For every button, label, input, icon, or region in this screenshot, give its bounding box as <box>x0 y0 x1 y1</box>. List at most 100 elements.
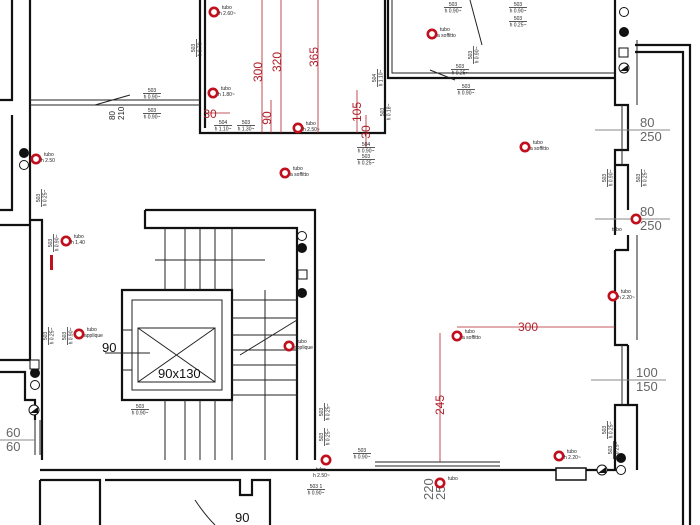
outlet-code: 504 <box>372 74 378 83</box>
marker-label: tubo <box>465 329 475 335</box>
red-marker-bar <box>50 255 53 270</box>
marker-label: a soffitto <box>290 172 309 178</box>
marker-label: tubo <box>221 86 231 92</box>
outlet-height: h 0.90~ <box>358 149 375 155</box>
conduit-marker-icon <box>283 340 295 352</box>
socket-filled-icon <box>297 288 307 298</box>
dimension-value: 300 <box>518 320 538 334</box>
marker-label: h 2.20~ <box>618 295 635 301</box>
socket-empty-icon <box>619 7 629 17</box>
outlet-code: 503 <box>319 433 325 442</box>
outlet-code: 503 <box>62 332 68 341</box>
outlet-height: h 0.90~ <box>132 411 149 417</box>
socket-empty-icon <box>19 160 29 170</box>
outlet-height: h 0.25~ <box>43 190 49 207</box>
outlet-height: h 0.90~ <box>144 95 161 101</box>
marker-label: tubo <box>440 27 450 33</box>
opening-width: 80 <box>108 111 117 120</box>
dimension-value: 105 <box>350 102 364 122</box>
opening-height: 150 <box>636 379 658 394</box>
outlet-height: h 0.90~ <box>458 91 475 97</box>
conduit-marker-icon <box>73 328 85 340</box>
conduit-marker-icon <box>207 87 219 99</box>
outlet-code: 503 <box>602 174 608 183</box>
switch-icon-fill <box>598 467 606 473</box>
outlet-code: 503 <box>514 2 523 8</box>
outlet-code: 503 <box>43 332 49 341</box>
dimension-value: 90 <box>102 340 116 355</box>
conduit-marker-icon <box>434 477 446 489</box>
outlet-height: h 0.25~ <box>326 404 332 421</box>
junction-box-icon <box>29 359 40 370</box>
opening-width: 100 <box>636 365 658 380</box>
outlet-code: 504 <box>219 120 228 126</box>
conduit-marker-icon <box>519 141 531 153</box>
outlet-height: h 0.25~ <box>50 328 56 345</box>
opening-height: 250 <box>640 129 662 144</box>
marker-label: h 1.80~ <box>218 92 235 98</box>
outlet-height: h 0.25~ <box>643 170 649 187</box>
dimension-value: 30 <box>203 107 217 121</box>
outlet-height: h 0.25~ <box>326 429 332 446</box>
outlet-code: 503 1 <box>310 484 323 490</box>
socket-filled-icon <box>297 243 307 253</box>
conduit-marker-icon <box>607 290 619 302</box>
outlet-code: 503 <box>462 84 471 90</box>
marker-label: a soffitto <box>437 33 456 39</box>
conduit-marker: tubo <box>612 213 642 233</box>
outlet-code: 503 <box>136 404 145 410</box>
marker-label: h 2.20~ <box>564 455 581 461</box>
marker-label: h 1.40 <box>71 240 85 246</box>
outlet-code: 503 <box>358 448 367 454</box>
marker-label: tubo <box>293 166 303 172</box>
outlet-code: 503 <box>242 120 251 126</box>
marker-label: h 2.50~ <box>303 127 320 133</box>
outlet-height: h 0.90~ <box>69 328 75 345</box>
outlet-code: 503 <box>468 51 474 60</box>
opening-width: 80 <box>640 115 654 130</box>
conduit-marker-icon <box>30 153 42 165</box>
outlet-height: h 1.10~ <box>215 127 232 133</box>
socket-empty-icon <box>30 380 40 390</box>
socket-filled-icon <box>616 453 626 463</box>
dimension-value: 245 <box>433 395 447 415</box>
opening-width: 220 <box>421 478 436 500</box>
outlet-code: 503 <box>449 2 458 8</box>
outlet-height: h 0.25~ <box>452 71 469 77</box>
conduit-marker-icon <box>553 450 565 462</box>
marker-label: tubo <box>44 152 54 158</box>
outlet-height: h 0.25~ <box>615 442 621 459</box>
junction-box-icon <box>618 47 629 58</box>
outlet-code: 503 <box>36 194 42 203</box>
outlet-code: 503 <box>608 446 614 455</box>
marker-label: h 2.60~ <box>219 11 236 17</box>
dimension-value: 90x130 <box>158 366 201 381</box>
outlet-height: h 0.90~ <box>144 115 161 121</box>
dimension-value: 30 <box>359 125 373 139</box>
opening-height: 210 <box>117 106 126 120</box>
outlet-height: h 0.18~ <box>387 104 393 121</box>
